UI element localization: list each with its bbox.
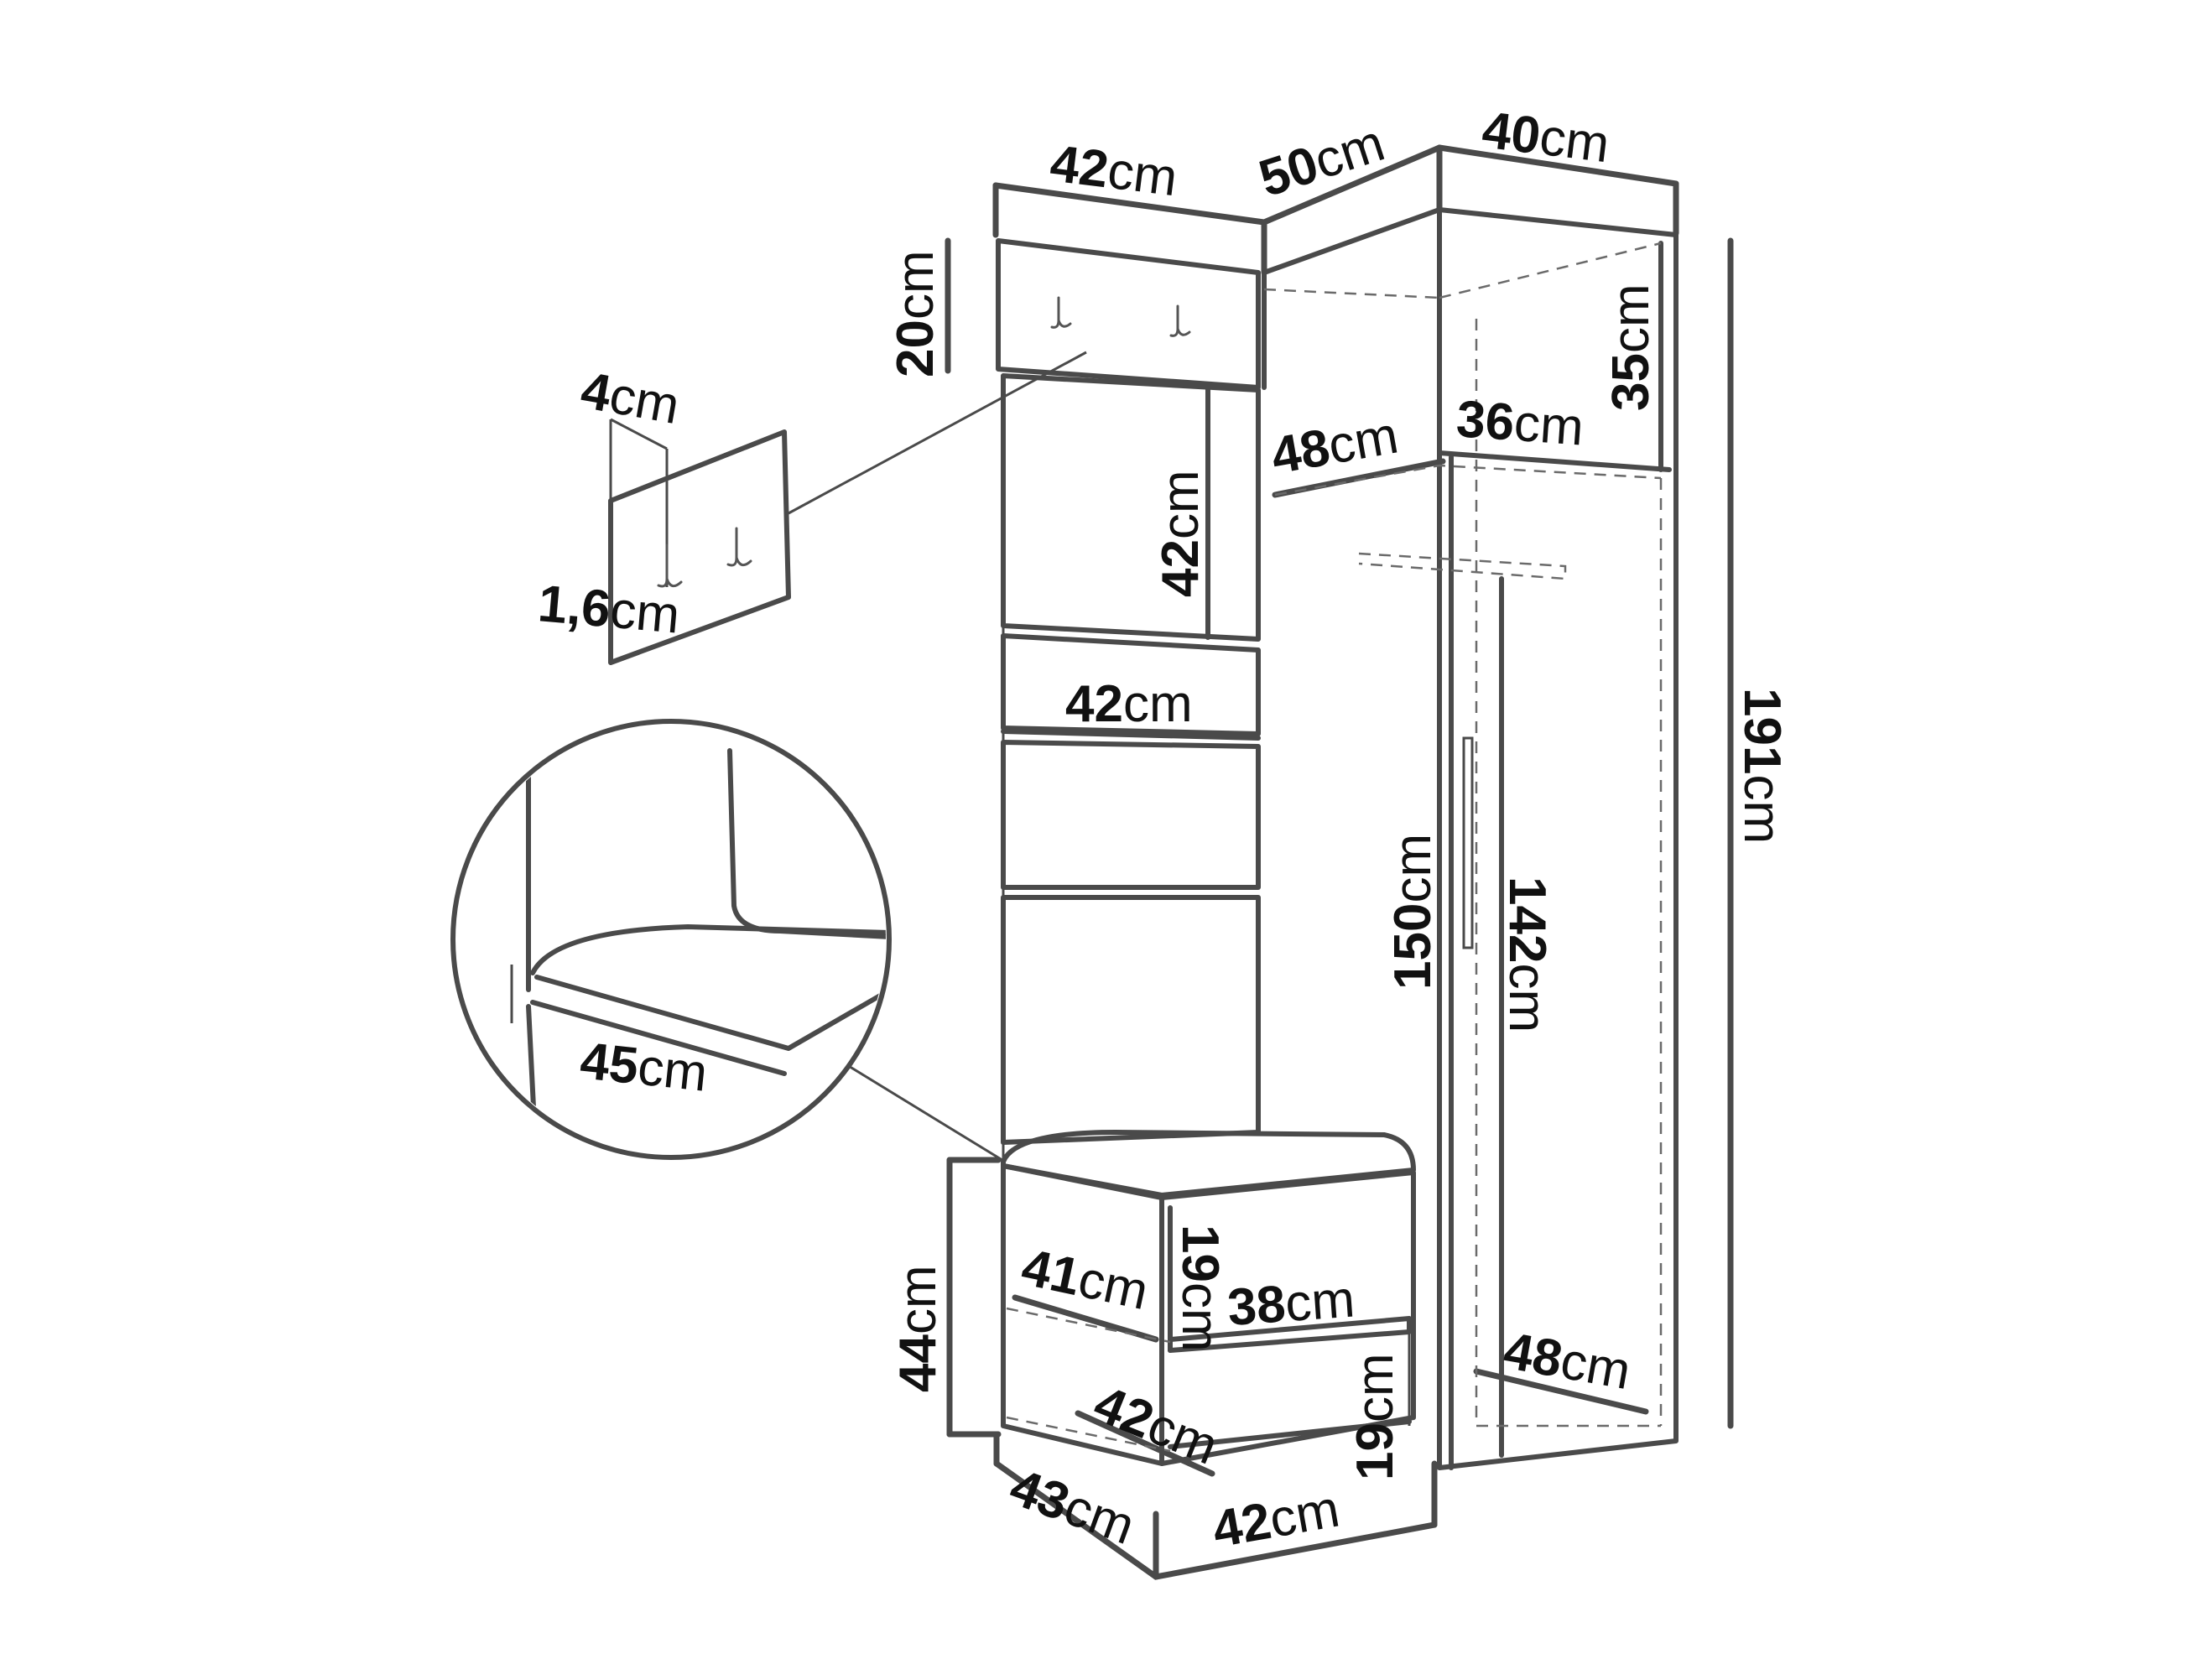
bench-shelf-lower xyxy=(1168,1419,1412,1449)
hook-detail xyxy=(608,351,1087,665)
hook-icon xyxy=(726,527,752,567)
label-top-width-left: 42cm xyxy=(1047,134,1180,207)
label-bench-shelf-upper-height: 19cm xyxy=(1171,1225,1229,1352)
label-panel-width: 42cm xyxy=(1065,675,1193,733)
label-bench-shelf-upper-depth: 41cm xyxy=(1017,1238,1153,1321)
seat-detail-leader xyxy=(846,1064,1006,1163)
upper-shelf xyxy=(1437,450,1672,472)
label-inner-height: 142cm xyxy=(1498,876,1556,1032)
detail-circle xyxy=(450,719,892,1160)
label-bench-shelf-lower-height: 19cm xyxy=(1346,1353,1404,1480)
label-hook-panel-height: 20cm xyxy=(887,250,945,377)
left-unit xyxy=(996,238,1416,1466)
hook-icon xyxy=(1169,304,1191,337)
hook-detail-leader xyxy=(788,351,1087,515)
label-bottom-depth: 48cm xyxy=(1500,1322,1635,1401)
label-hook-detail-thickness: 4cm xyxy=(577,361,684,435)
label-bench-shelf-upper-width: 38cm xyxy=(1226,1271,1356,1337)
wall-panel-4 xyxy=(1001,895,1261,1145)
label-top-depth-corner: 50cm xyxy=(1252,114,1392,208)
wardrobe xyxy=(1262,207,1679,1470)
hook-panel xyxy=(996,238,1261,390)
wardrobe-frame xyxy=(1437,207,1679,1470)
label-door-height: 150cm xyxy=(1384,834,1442,990)
wall-panel-3 xyxy=(1001,740,1261,890)
wardrobe-top xyxy=(1262,207,1679,275)
label-bench-height: 44cm xyxy=(889,1265,947,1392)
label-top-shelf-depth: 48cm xyxy=(1267,407,1402,486)
labels: 42cm 50cm 40cm 20cm 4cm 1,6cm 42cm 42cm … xyxy=(536,101,1791,1558)
label-bench-depth: 43cm xyxy=(1002,1458,1142,1556)
label-hook-detail-panel: 1,6cm xyxy=(536,575,682,644)
label-total-height: 191cm xyxy=(1733,688,1791,844)
label-top-shelf-height: 35cm xyxy=(1602,283,1660,411)
seat-detail xyxy=(450,719,1006,1163)
label-top-shelf-width: 36cm xyxy=(1455,390,1585,456)
bench-shelf-lower-depth-line xyxy=(1075,1410,1215,1477)
label-bench-width: 42cm xyxy=(1208,1480,1343,1559)
label-panel-height: 42cm xyxy=(1152,470,1210,597)
bench-shelf-upper-depth-line xyxy=(1012,1294,1159,1343)
dimension-lines xyxy=(945,144,1734,1580)
hook-icon xyxy=(1050,296,1072,329)
label-seat-width-detail: 45cm xyxy=(578,1032,710,1102)
label-top-width-right: 40cm xyxy=(1479,101,1612,174)
wall-panel-1 xyxy=(1001,373,1261,642)
top-dimension-line xyxy=(992,144,1679,226)
bottom-depth-line xyxy=(1473,1368,1649,1415)
bench-seat xyxy=(1001,1130,1416,1198)
hook-detail-panel xyxy=(608,429,791,665)
door-handle xyxy=(1462,736,1474,949)
hook-icon xyxy=(657,543,683,588)
